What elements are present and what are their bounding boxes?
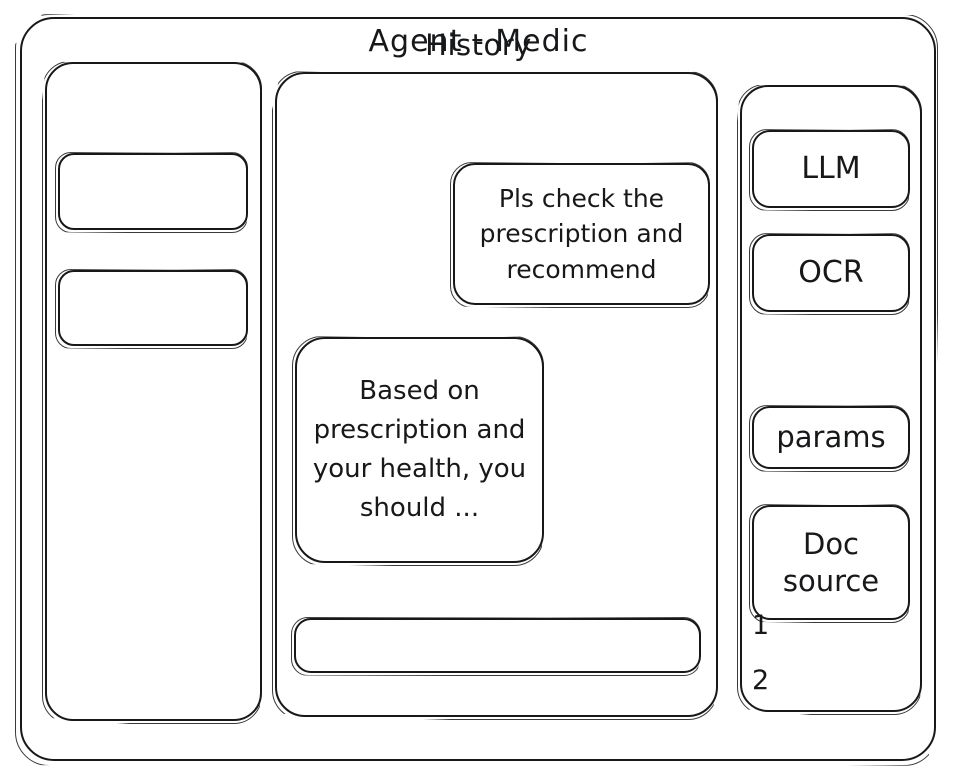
- tool-card-label: Doc source: [782, 527, 880, 598]
- tool-card-ocr[interactable]: OCR: [752, 234, 910, 312]
- user-message-text: Pls check the prescription and recommend: [479, 183, 684, 284]
- tool-card-label: LLM: [801, 151, 861, 187]
- history-item[interactable]: [58, 153, 248, 230]
- assistant-message-text: Based on prescription and your health, y…: [312, 376, 527, 523]
- tool-card-doc-source[interactable]: Doc source: [752, 505, 910, 620]
- assistant-message-bubble: Based on prescription and your health, y…: [295, 337, 544, 563]
- agent-title: Agent - Medic: [368, 24, 589, 59]
- history-title: History: [425, 28, 532, 62]
- history-item[interactable]: [58, 270, 248, 346]
- tool-card-label: params: [776, 420, 886, 455]
- tool-card-params[interactable]: params: [752, 406, 910, 469]
- doc-source-reference-2[interactable]: 2: [752, 665, 770, 696]
- user-message-bubble: Pls check the prescription and recommend: [453, 163, 710, 305]
- tool-card-label: OCR: [798, 255, 864, 291]
- doc-source-reference-1[interactable]: 1: [752, 610, 770, 641]
- message-input[interactable]: [294, 618, 701, 673]
- tool-card-llm[interactable]: LLM: [752, 130, 910, 208]
